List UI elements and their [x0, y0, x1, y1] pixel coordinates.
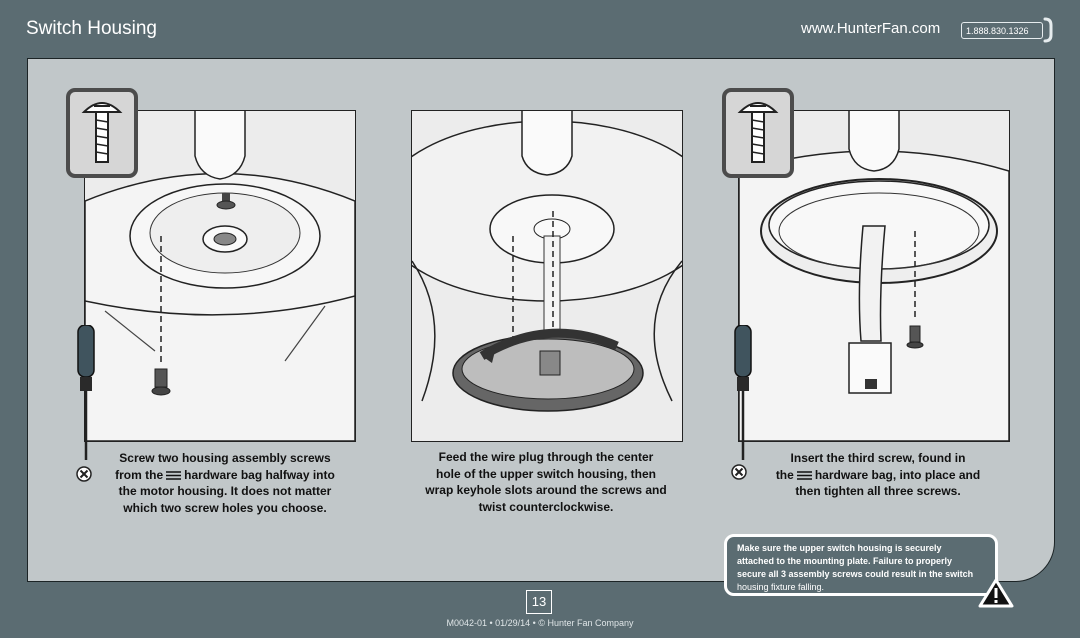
hardware-bag-icon — [796, 471, 812, 480]
step3-screwdriver-icon — [734, 325, 752, 460]
footer-text: M0042-01 • 01/29/14 • © Hunter Fan Compa… — [446, 618, 634, 628]
phone-handset-icon — [1043, 17, 1053, 43]
website-link[interactable]: www.HunterFan.com — [801, 20, 941, 37]
step1-part-a-icon — [76, 466, 92, 482]
hardware-bag-icon — [166, 471, 182, 480]
warning-triangle-icon — [978, 578, 1014, 608]
step3-part-a-icon — [731, 464, 747, 480]
page-number: 13 — [526, 590, 552, 614]
step1-screw-icon — [66, 88, 138, 178]
step1-instructions: Screw two housing assembly screws from t… — [115, 451, 335, 515]
step3-screw-icon — [722, 88, 794, 178]
step2-instructions: Feed the wire plug through the center ho… — [425, 450, 667, 514]
phone-number: 1.888.830.1326 — [961, 22, 1043, 39]
warning-box: Make sure the upper switch housing is se… — [724, 534, 998, 596]
step2-illustration — [411, 110, 683, 442]
page-title: Switch Housing — [26, 18, 157, 39]
step1-screwdriver-icon — [77, 325, 95, 460]
